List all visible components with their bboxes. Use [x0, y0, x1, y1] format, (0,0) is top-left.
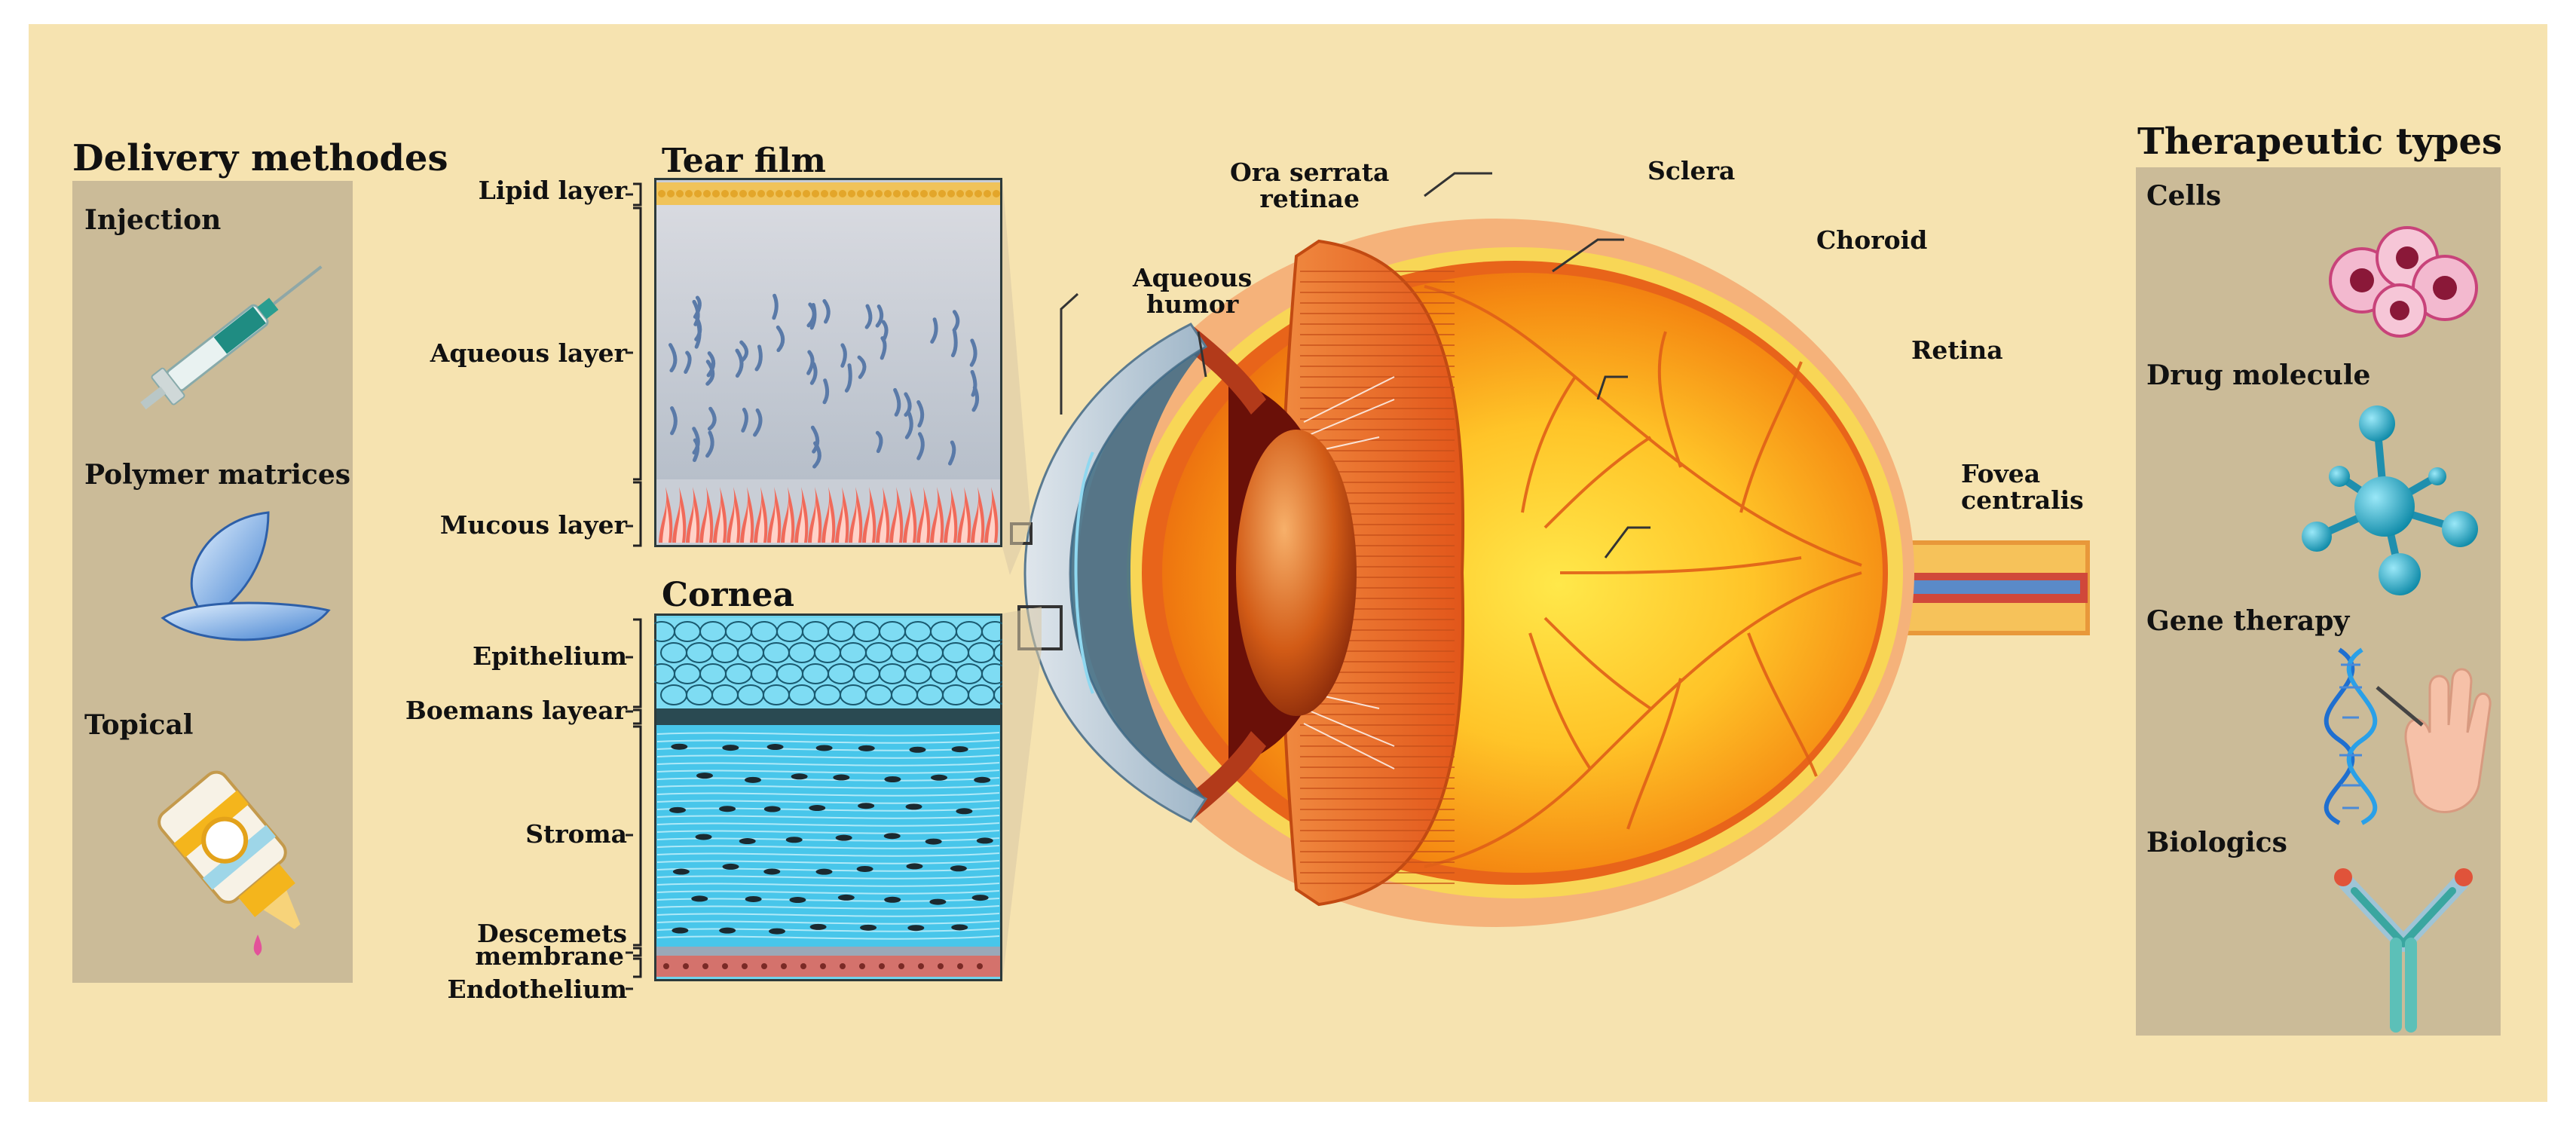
delivery-panel: Injection Polymer matrices Topical [72, 181, 353, 983]
label-ora-line2: retinae [1259, 183, 1360, 213]
label-ora-serrata: Ora serrata retinae [1230, 158, 1390, 213]
contact-lens-icon [161, 511, 331, 641]
dna-hand-icon [2324, 647, 2492, 825]
therapeutic-item-cells: Cells [2146, 180, 2222, 212]
label-fovea-line2: centralis [1961, 485, 2084, 515]
label-boemans-layer: Boemans layear [405, 696, 627, 725]
label-fovea-line1: Fovea [1961, 459, 2041, 488]
cornea-title: Cornea [662, 576, 795, 614]
delivery-title: Delivery methodes [72, 137, 448, 179]
label-epithelium: Epithelium [473, 641, 627, 671]
therapeutic-item-biologics: Biologics [2146, 827, 2287, 858]
therapeutic-title: Therapeutic types [2137, 121, 2503, 163]
cells-icon [2329, 226, 2478, 338]
eye-drop-bottle-icon [158, 770, 301, 956]
zoom-guides [1002, 178, 1042, 981]
lens [1236, 430, 1357, 716]
aqueous-humor [1070, 347, 1206, 799]
tear-film-brackets [626, 182, 642, 547]
label-lipid-layer: Lipid layer [478, 176, 627, 205]
therapeutic-item-gene: Gene therapy [2146, 605, 2350, 637]
delivery-item-topical: Topical [84, 709, 194, 741]
label-ora-line1: Ora serrata [1230, 158, 1390, 187]
label-aqueous-layer: Aqueous layer [430, 338, 627, 368]
retinal-vessels [1424, 285, 1862, 868]
label-endothelium: Endothelium [447, 975, 627, 1004]
delivery-item-injection: Injection [84, 204, 222, 236]
cornea-diagram [654, 613, 1002, 981]
cornea-brackets [626, 618, 642, 990]
label-choroid: Choroid [1816, 225, 1928, 255]
label-descemets: Descemets [476, 919, 627, 948]
label-stroma: Stroma [525, 819, 627, 849]
label-aqueous-humor: Aqueous humor [1133, 265, 1252, 317]
antibody-icon [2334, 868, 2473, 1033]
label-mucous-layer: Mucous layer [439, 510, 627, 540]
eye-cross-section [1010, 172, 2090, 927]
therapeutic-item-drug: Drug molecule [2146, 360, 2371, 391]
tear-film-title: Tear film [662, 142, 826, 180]
label-retina: Retina [1911, 335, 2003, 365]
delivery-item-polymer: Polymer matrices [84, 459, 350, 491]
label-fovea: Fovea centralis [1961, 459, 2084, 515]
label-aqueous-line2: humor [1146, 289, 1239, 319]
drug-molecule-icon [2302, 405, 2478, 595]
therapeutic-panel: Cells Drug molecule Gene therapy Biologi… [2136, 167, 2501, 1036]
label-membrane: membrane [475, 941, 624, 971]
syringe-icon [140, 265, 323, 410]
label-sclera: Sclera [1647, 156, 1736, 185]
tear-film-diagram [654, 178, 1002, 547]
label-aqueous-line1: Aqueous [1133, 263, 1253, 292]
